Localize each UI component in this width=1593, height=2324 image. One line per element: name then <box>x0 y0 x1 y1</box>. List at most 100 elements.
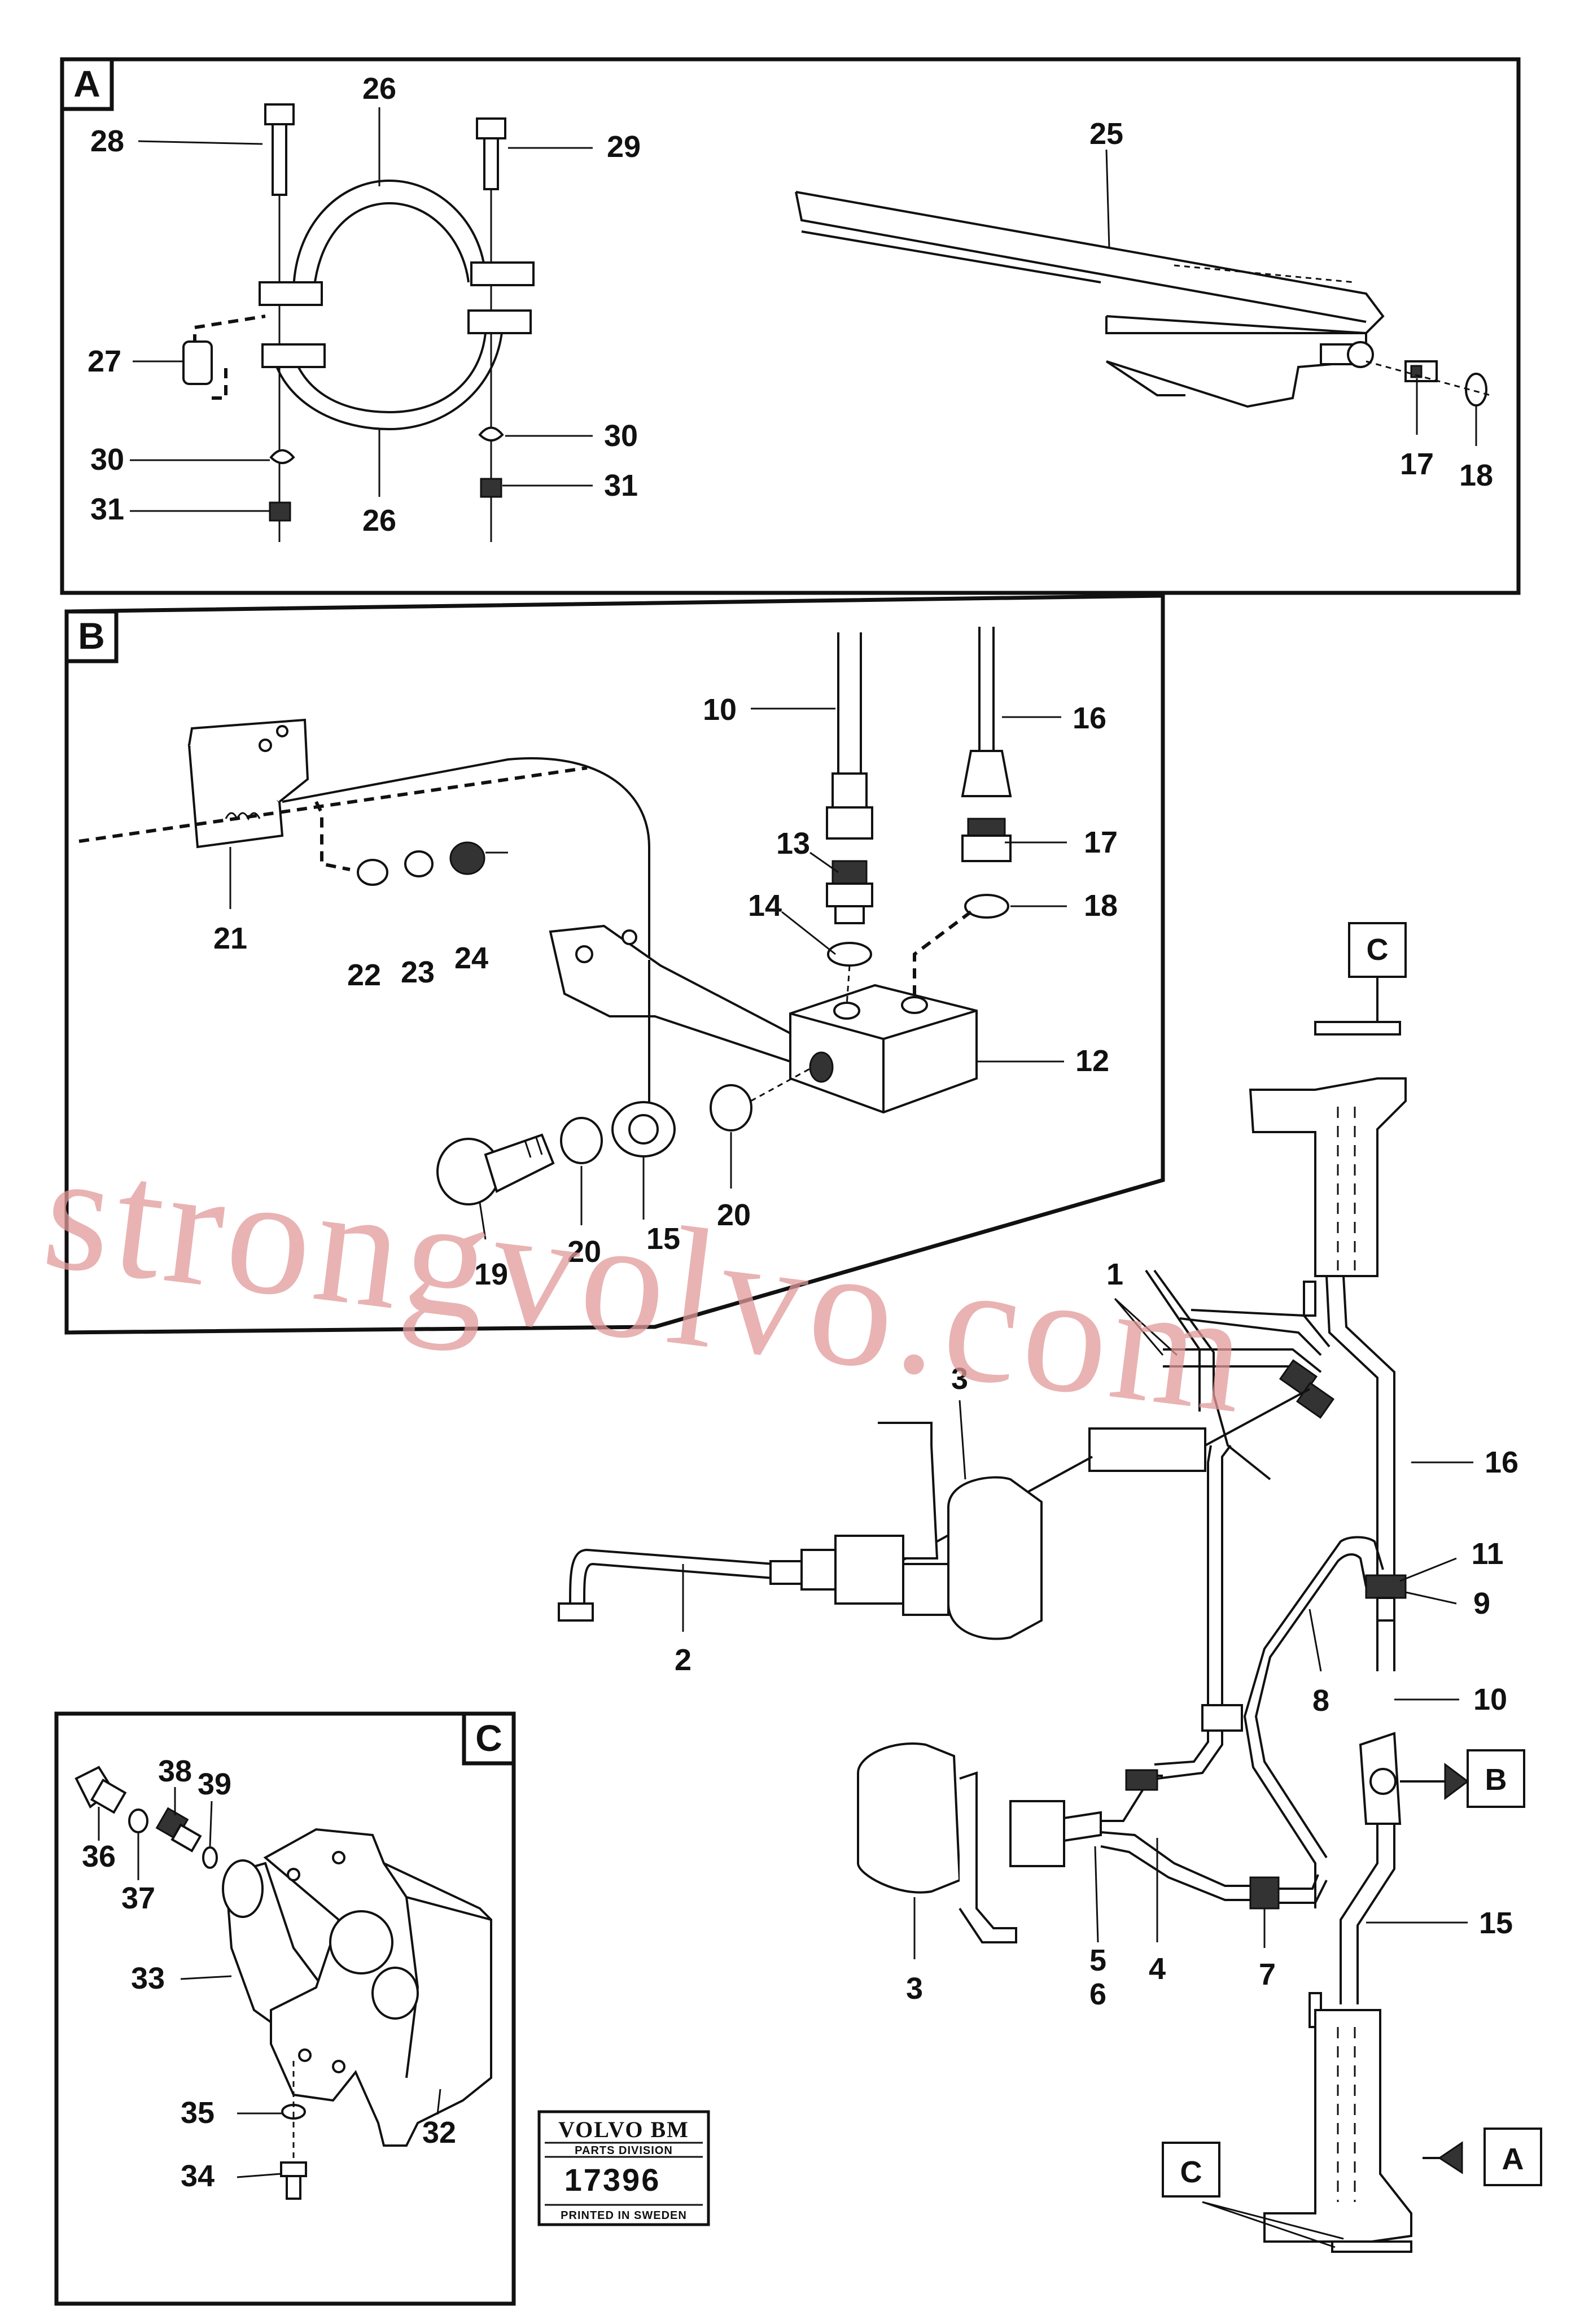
housing-32 <box>263 1828 492 2147</box>
callout-5: 5 <box>1089 1943 1106 1977</box>
callout-29: 29 <box>607 130 641 164</box>
washer-20-right <box>710 1084 752 1132</box>
volvo-bm-stamp: VOLVO BM PARTS DIVISION 17396 PRINTED IN… <box>537 2110 710 2226</box>
callout-13: 13 <box>776 827 810 860</box>
panel-b-letter: B <box>78 615 105 657</box>
union-7 <box>1249 1876 1280 1910</box>
union-5 <box>1125 1769 1158 1791</box>
union-13 <box>826 860 873 924</box>
callout-10-b: 10 <box>703 693 737 727</box>
distribution-block-12 <box>789 984 978 1114</box>
panel-a: A <box>60 57 1521 595</box>
callout-26-bottom: 26 <box>362 504 396 538</box>
callout-3-upper: 3 <box>951 1362 968 1396</box>
callout-20-left: 20 <box>567 1235 601 1269</box>
callout-9: 9 <box>1473 1587 1490 1620</box>
panel-b-label-box <box>64 609 119 663</box>
washer-22 <box>357 859 388 886</box>
callout-39: 39 <box>198 1767 231 1801</box>
callout-31-right: 31 <box>604 469 638 503</box>
callout-12: 12 <box>1075 1044 1109 1078</box>
callout-36: 36 <box>82 1840 116 1873</box>
lock-washer-30a <box>269 449 295 464</box>
callout-33: 33 <box>131 1962 165 1995</box>
lock-washer-30b <box>478 426 504 442</box>
hose-10 <box>826 632 873 840</box>
callout-28: 28 <box>90 124 124 158</box>
callout-17-a: 17 <box>1400 447 1434 481</box>
callout-23: 23 <box>401 955 435 989</box>
fitting-17-b <box>961 818 1012 862</box>
callout-32: 32 <box>422 2116 456 2150</box>
panel-b: B <box>64 593 1165 1335</box>
callout-30-left: 30 <box>90 443 124 477</box>
nut-31a <box>269 501 291 522</box>
callout-14: 14 <box>748 889 782 923</box>
callout-38: 38 <box>158 1754 192 1788</box>
ref-a: A <box>1502 2142 1524 2176</box>
callout-3-lower: 3 <box>906 1972 923 2006</box>
callout-8: 8 <box>1312 1684 1329 1718</box>
callout-26-top: 26 <box>362 72 396 106</box>
callout-30-right: 30 <box>604 419 638 453</box>
fitting-17 <box>1320 341 1438 382</box>
callout-10-main: 10 <box>1473 1683 1507 1716</box>
callout-2: 2 <box>675 1643 692 1677</box>
callout-1: 1 <box>1106 1257 1123 1291</box>
callout-20-right: 20 <box>717 1198 751 1232</box>
callout-31-left: 31 <box>90 492 124 526</box>
bolt-34 <box>280 2161 307 2177</box>
callout-18-b: 18 <box>1084 889 1118 923</box>
frame-member-25 <box>795 191 1385 408</box>
ref-box-b <box>1467 1749 1525 1808</box>
valve-body <box>1088 1427 1206 1472</box>
nut-31b <box>480 478 502 498</box>
clip-9 <box>1365 1574 1407 1599</box>
lower-bracket <box>1263 1992 1412 2253</box>
panel-a-label-box <box>60 57 114 111</box>
callout-19: 19 <box>474 1257 508 1291</box>
bracket-21 <box>187 718 309 849</box>
stamp-printed: PRINTED IN SWEDEN <box>561 2209 687 2222</box>
banjo-bolt-19 <box>436 1133 555 1205</box>
callout-35: 35 <box>181 2096 215 2130</box>
watermark: strongvolvo.com <box>35 1115 1259 1449</box>
rubber-bush-27 <box>182 314 266 400</box>
washer-37 <box>128 1808 148 1833</box>
brake-chamber-3-lower <box>857 1742 1102 1943</box>
panel-c-letter: C <box>475 1717 502 1759</box>
callout-16-main: 16 <box>1485 1445 1518 1479</box>
bolt-28 <box>264 103 295 542</box>
washer-18 <box>1465 373 1487 407</box>
callout-15-main: 15 <box>1479 1906 1513 1940</box>
stamp-number: 17396 <box>564 2162 661 2198</box>
panel-c-label-box <box>462 1711 516 1766</box>
washer-20-left <box>560 1117 603 1164</box>
ref-c-top: C <box>1367 933 1389 967</box>
callout-15-b: 15 <box>646 1222 680 1256</box>
brake-chamber-3-upper <box>800 1422 1043 1640</box>
callout-25: 25 <box>1089 117 1123 151</box>
washer-39 <box>202 1846 218 1869</box>
callout-24: 24 <box>454 941 488 975</box>
callout-7: 7 <box>1259 1958 1276 1991</box>
callout-21: 21 <box>213 921 247 955</box>
stamp-division: PARTS DIVISION <box>575 2144 673 2157</box>
callout-17-b: 17 <box>1084 825 1118 859</box>
panel-b-frame <box>64 593 1165 1335</box>
panel-c: C <box>54 1711 516 2306</box>
callout-4: 4 <box>1149 1952 1166 1986</box>
ref-box-c-bottom <box>1162 2142 1220 2198</box>
main-assembly: C <box>558 922 1542 2253</box>
nut-24 <box>449 841 485 875</box>
clamp-26 <box>259 179 535 431</box>
callout-37: 37 <box>121 1881 155 1915</box>
ref-b: B <box>1485 1763 1507 1797</box>
panel-c-frame <box>54 1711 516 2306</box>
stamp-brand: VOLVO BM <box>558 2117 689 2142</box>
lock-washer-23 <box>404 850 434 877</box>
callout-18-a: 18 <box>1459 458 1493 492</box>
callout-11: 11 <box>1471 1537 1503 1571</box>
fitting-36 <box>75 1766 127 1814</box>
